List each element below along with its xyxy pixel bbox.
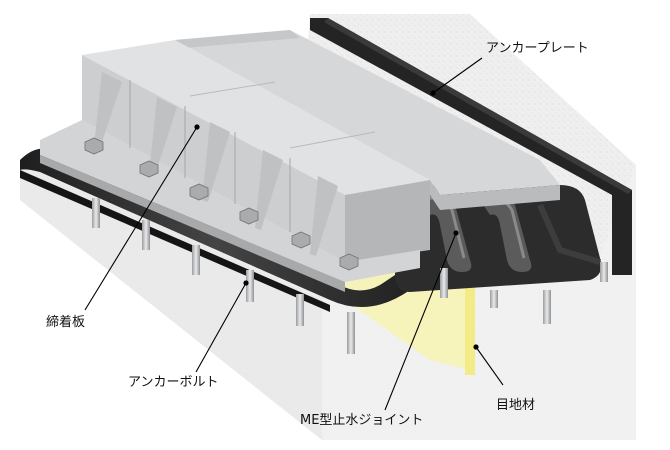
- label-anchor-plate: アンカープレート: [486, 41, 589, 56]
- clamp-plate: [40, 30, 560, 292]
- anchor-bolts: [92, 198, 608, 354]
- anchor-plate: [310, 18, 632, 275]
- label-water-stop-joint: ME型止水ジョイント: [300, 413, 424, 428]
- label-joint-filler: 目地材: [496, 398, 536, 413]
- leader-lines: [84, 57, 504, 411]
- label-clamp-plate: 締着板: [46, 315, 86, 330]
- nuts: [84, 137, 359, 271]
- label-anchor-bolt: アンカーボルト: [128, 375, 219, 390]
